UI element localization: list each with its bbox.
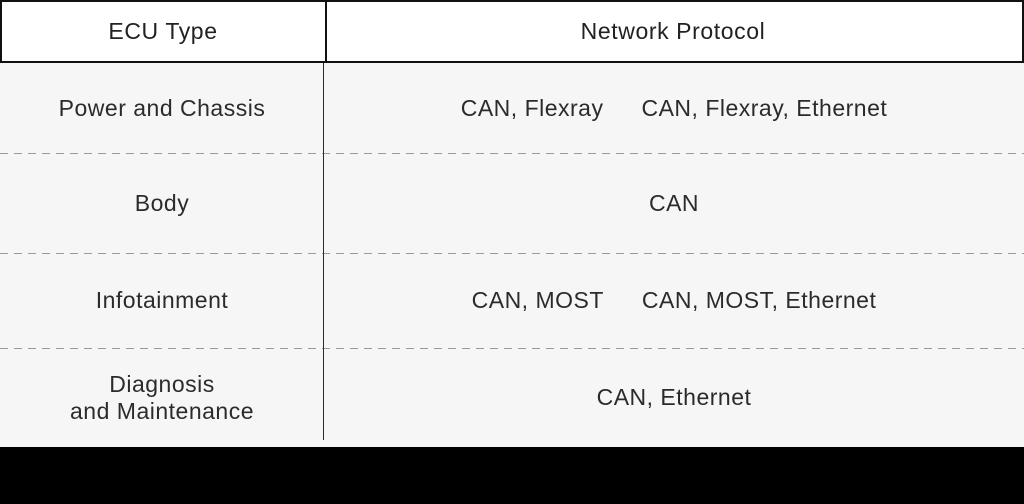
protocol-group-label: CAN, Ethernet [596, 384, 752, 410]
ecu-type-label: Power and Chassis [58, 94, 266, 121]
ecu-type-label-line2: and Maintenance [70, 397, 254, 424]
network-protocol-cell: CAN, Flexray CAN, Flexray, Ethernet [324, 63, 1024, 153]
table-body: Power and Chassis CAN, Flexray CAN, Flex… [0, 63, 1024, 447]
protocol-group-label: CAN, Flexray [460, 94, 604, 121]
protocol-group-label: CAN, Flexray, Ethernet [641, 94, 888, 121]
ecu-type-cell: Power and Chassis [0, 63, 324, 153]
ecu-type-cell: Diagnosis and Maintenance [0, 348, 324, 447]
table-row-power-and-chassis: Power and Chassis CAN, Flexray CAN, Flex… [0, 63, 1024, 153]
table-header-row: ECU Type Network Protocol [0, 0, 1024, 65]
ecu-type-label: Infotainment [95, 287, 229, 313]
row-separator-dashed [0, 253, 1024, 254]
body-column-divider [323, 63, 324, 440]
table-row-infotainment: Infotainment CAN, MOST CAN, MOST, Ethern… [0, 253, 1024, 348]
header-cell-network-protocol: Network Protocol [324, 2, 1022, 61]
network-protocol-cell: CAN [324, 153, 1024, 253]
network-protocol-cell: CAN, MOST CAN, MOST, Ethernet [324, 253, 1024, 348]
network-protocol-cell: CAN, Ethernet [324, 348, 1024, 447]
row-separator-dashed [0, 153, 1024, 154]
protocol-group-label: CAN [648, 189, 700, 216]
header-label-ecu-type: ECU Type [108, 18, 218, 44]
header-label-network-protocol: Network Protocol [580, 18, 766, 44]
row-separator-dashed [0, 348, 1024, 349]
table-row-body: Body CAN [0, 153, 1024, 253]
ecu-type-label: Body [134, 189, 190, 216]
header-column-divider [325, 2, 327, 65]
ecu-type-label-line1: Diagnosis [109, 370, 215, 397]
header-cell-ecu-type: ECU Type [2, 2, 324, 61]
ecu-type-cell: Body [0, 153, 324, 253]
ecu-type-cell: Infotainment [0, 253, 324, 348]
protocol-group-label: CAN, MOST, Ethernet [641, 287, 877, 313]
table-row-diagnosis-and-maintenance: Diagnosis and Maintenance CAN, Ethernet [0, 348, 1024, 447]
protocol-group-label: CAN, MOST [471, 287, 604, 313]
